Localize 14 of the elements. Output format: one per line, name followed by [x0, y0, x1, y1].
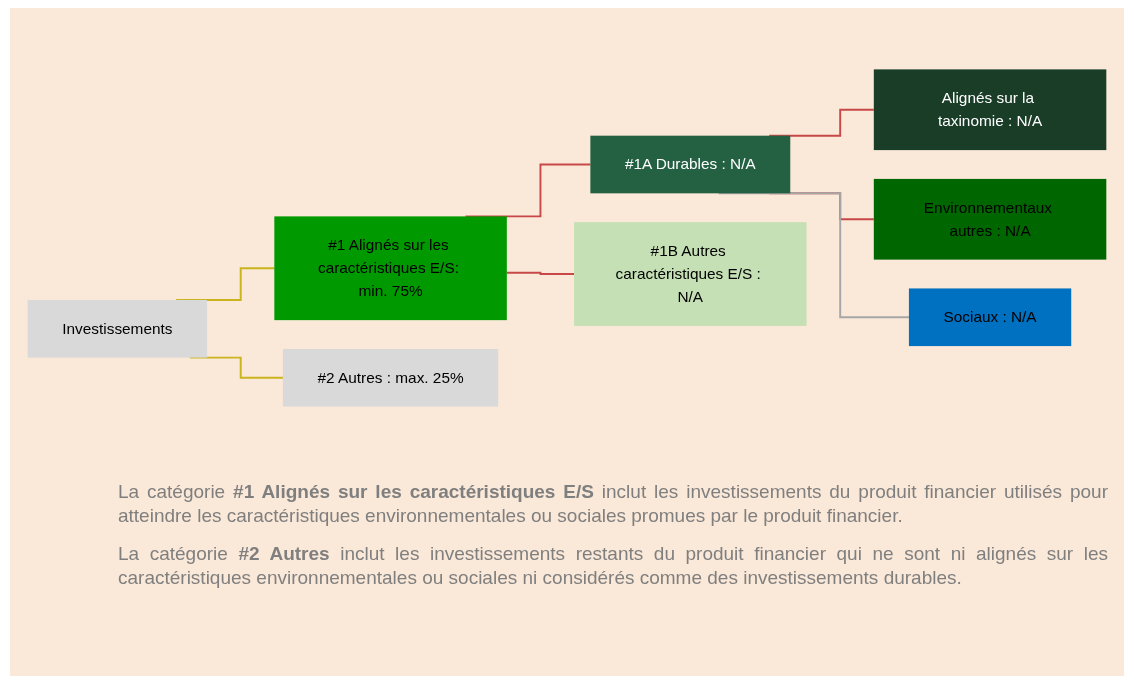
connector [768, 108, 875, 137]
connector [505, 271, 576, 275]
node-box: #2 Autres : max. 25% [282, 348, 499, 407]
node-box: Investissements [27, 299, 208, 358]
note-paragraph: La catégorie #2 Autres inclut les investissements restants du produit financier qui ne sont ni alignés sur les caractéristiques environnementales ou sociales ni considérés comme des investissements durables. [118, 542, 1108, 590]
node-box: Alignés sur la taxinomie : N/A [873, 69, 1107, 151]
node-box: Sociaux : N/A [908, 288, 1072, 347]
connector [188, 356, 284, 379]
note-paragraph: La catégorie #1 Alignés sur les caractéristiques E/S inclut les investissements du produit financier utilisés pour atteindre les caractéristiques environnementales ou sociales promues par le produit financier. [118, 480, 1108, 528]
connector [464, 163, 592, 218]
node-box: Environnementaux autres : N/A [873, 178, 1107, 260]
node-box: #1 Alignés sur les caractéristiques E/S: min. 75% [274, 216, 507, 321]
node-box: #1A Durables : N/A [590, 135, 791, 194]
node-box: #1B Autres caractéristiques E/S : N/A [574, 222, 807, 326]
